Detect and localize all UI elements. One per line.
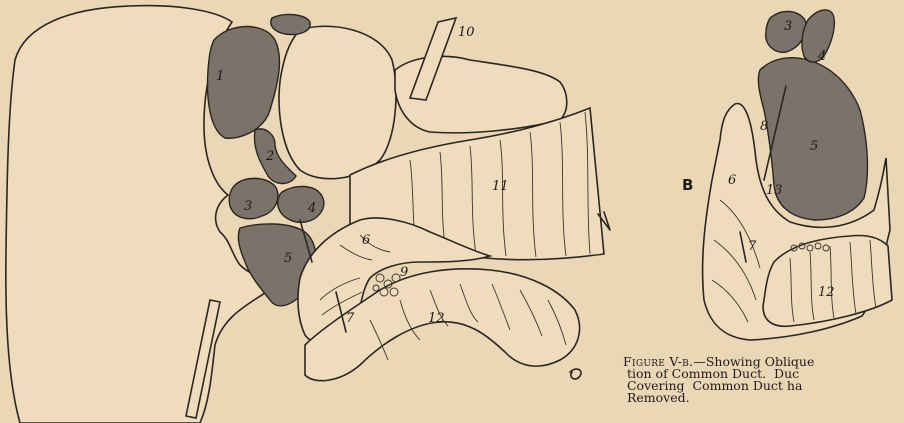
label-a-5: 5 [284, 251, 292, 266]
label-b-4: 4 [817, 49, 826, 64]
label-a-4: 4 [307, 201, 316, 216]
region-top-lobe [271, 15, 310, 35]
caption-line4: Removed. [627, 390, 690, 404]
panel-b-letter: B [682, 176, 693, 194]
panel-a: 1 2 3 4 5 6 7 9 10 11 12 [6, 6, 610, 423]
central-mass [279, 26, 396, 178]
label-a-10: 10 [458, 25, 475, 40]
label-a-11: 11 [492, 179, 509, 194]
label-a-2: 2 [265, 149, 274, 164]
label-b-6: 6 [728, 173, 736, 188]
label-a-1: 1 [216, 69, 224, 84]
label-b-13: 13 [766, 183, 783, 198]
figure-caption: Figure V-b.—Showing Oblique tion of Comm… [623, 356, 904, 404]
label-a-12: 12 [428, 311, 445, 326]
label-b-5: 5 [810, 139, 818, 154]
squiggle-mark [570, 369, 581, 379]
label-a-6: 6 [362, 233, 370, 248]
panel-b: B 3 4 5 6 7 8 12 13 [682, 10, 892, 340]
label-b-12: 12 [818, 285, 835, 300]
label-b-3: 3 [784, 19, 792, 34]
label-a-3: 3 [244, 199, 252, 214]
label-a-7: 7 [346, 311, 355, 326]
label-b-8: 8 [760, 119, 768, 134]
region-4 [278, 186, 324, 222]
label-a-9: 9 [400, 265, 408, 280]
region-3 [229, 178, 278, 218]
label-b-7: 7 [748, 239, 757, 254]
